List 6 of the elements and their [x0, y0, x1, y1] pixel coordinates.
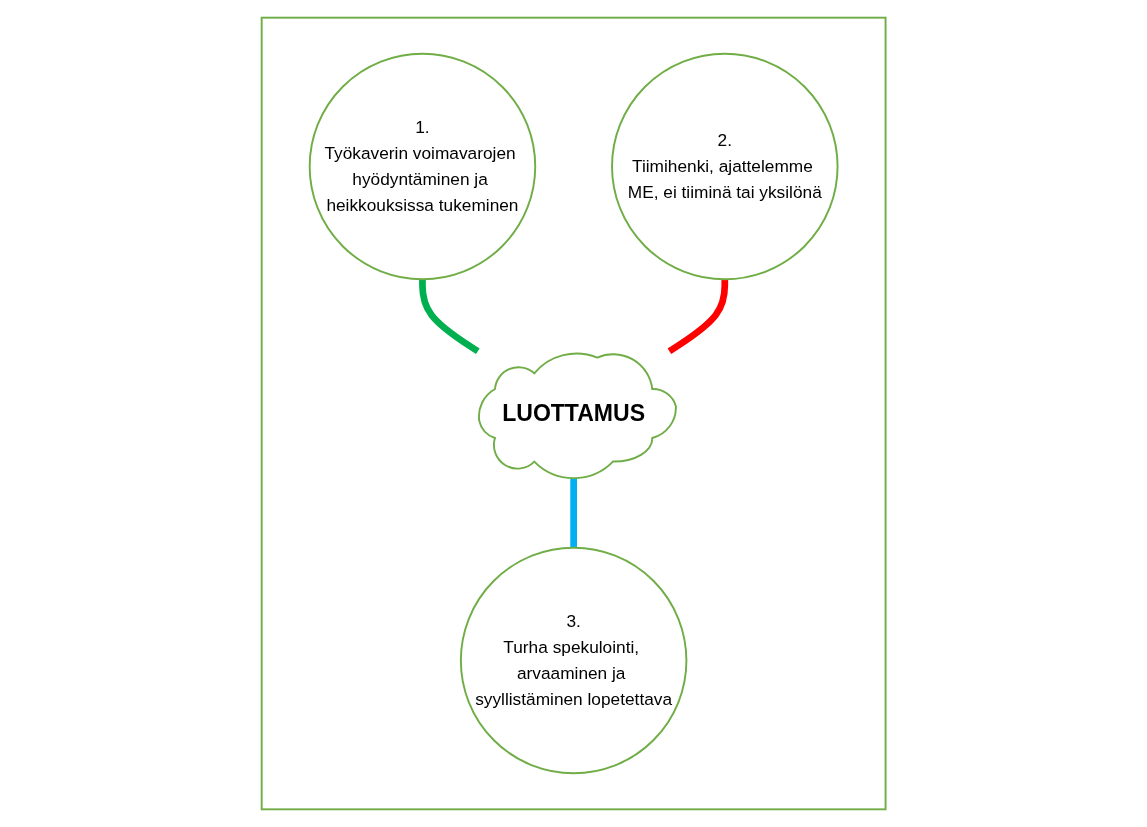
node-circle: 1. Työkaverin voimavarojen hyödyntäminen ja heikkouksissa tukeminen [308, 52, 537, 281]
connector [418, 279, 480, 355]
node-circle: 2. Tiimihenki, ajattelemme ME, ei tiiminä tai yksilönä [610, 52, 839, 281]
node-circle: 3. Turha spekulointi, arvaaminen ja syyllistäminen lopetettava [459, 546, 688, 775]
connector [667, 279, 729, 355]
cluster [260, 16, 887, 811]
